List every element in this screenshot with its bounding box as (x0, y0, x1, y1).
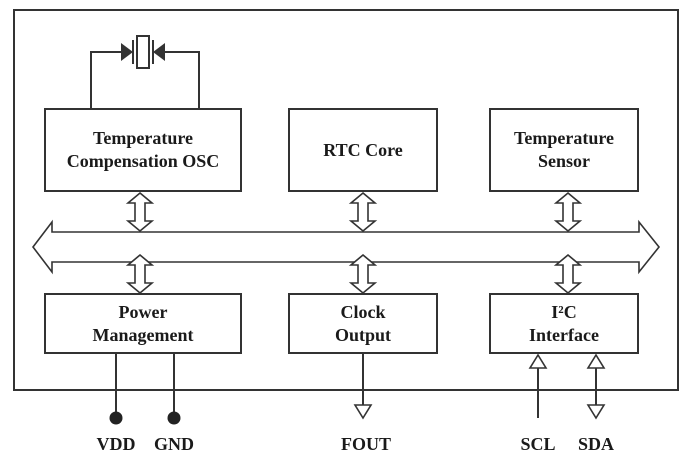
block-temperature-compensation-osc: Temperature Compensation OSC (44, 108, 242, 192)
pin-label-gnd: GND (154, 434, 194, 454)
block-label-line1: Temperature (93, 128, 193, 148)
bidirectional-arrow-icon (553, 191, 583, 233)
block-label-line2: Output (335, 325, 391, 345)
block-label-line1: Clock (341, 302, 386, 322)
block-label-line1: Temperature (514, 128, 614, 148)
scl-input-arrow (528, 353, 548, 418)
sda-bidirectional-arrow (586, 353, 606, 420)
gnd-pin-line (167, 353, 181, 425)
pin-label-fout: FOUT (341, 434, 391, 454)
block-i2c-interface: I²C Interface (489, 293, 639, 354)
block-label-line1: Power (119, 302, 168, 322)
pin-label-sda: SDA (578, 434, 614, 454)
block-clock-output: Clock Output (288, 293, 438, 354)
internal-bus-arrow (31, 219, 661, 275)
block-temperature-sensor: Temperature Sensor (489, 108, 639, 192)
fout-output-arrow (353, 353, 373, 420)
block-label-line2: Sensor (538, 151, 590, 171)
bidirectional-arrow-icon (125, 191, 155, 233)
block-label-line1: I²C (551, 302, 576, 322)
pin-label-vdd: VDD (97, 434, 136, 454)
block-power-management: Power Management (44, 293, 242, 354)
block-label-line1: RTC Core (323, 140, 403, 160)
crystal-icon (90, 35, 200, 108)
vdd-pin-line (109, 353, 123, 425)
block-label-line2: Management (93, 325, 194, 345)
block-label-line2: Interface (529, 325, 599, 345)
bidirectional-arrow-icon (348, 191, 378, 233)
block-rtc-core: RTC Core (288, 108, 438, 192)
pin-label-scl: SCL (520, 434, 555, 454)
block-label-line2: Compensation OSC (67, 151, 220, 171)
